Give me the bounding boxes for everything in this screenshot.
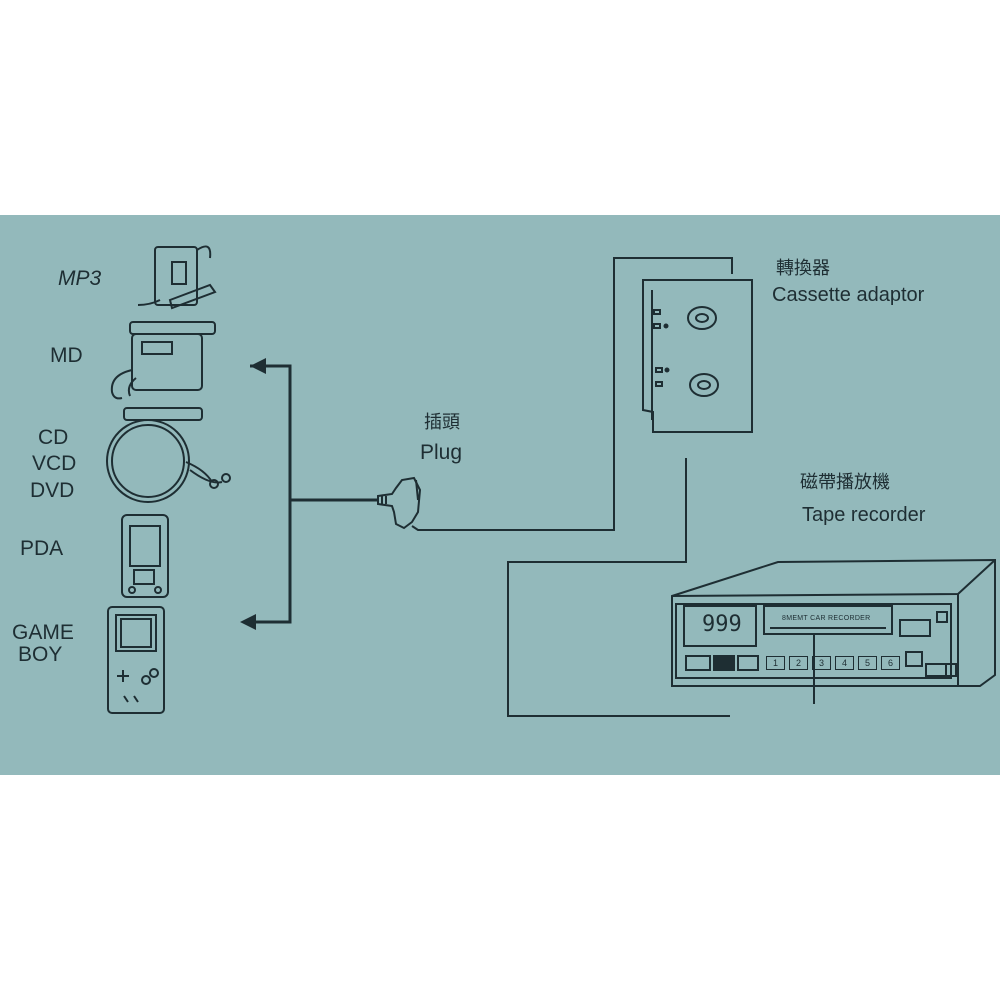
label-game: GAME [12,621,74,644]
label-plug-zh: 插頭 [424,412,460,433]
preset-button-4[interactable]: 4 [835,656,854,670]
label-cassette-en: Cassette adaptor [772,284,925,306]
recorder-brand-strip: 8MEMT CAR RECORDER [782,615,871,622]
label-recorder-zh: 磁帶播放機 [800,472,890,493]
tape-recorder-icon [671,558,996,704]
label-cd: CD [38,426,69,449]
device-bracket-arrows [250,364,378,624]
preset-button-3[interactable]: 3 [812,656,831,670]
label-plug-en: Plug [420,441,463,464]
label-md: MD [50,344,83,367]
label-dvd: DVD [30,479,75,502]
preset-button-row: 1 2 3 4 5 6 [766,656,900,670]
cd-player-icon [106,407,231,503]
preset-button-2[interactable]: 2 [789,656,808,670]
label-mp3: MP3 [58,267,102,290]
preset-button-5[interactable]: 5 [858,656,877,670]
arrow-head-lower [240,614,256,630]
plug-to-cassette-cable [411,257,733,531]
label-vcd: VCD [32,452,77,475]
diagram-panel [0,215,1000,775]
preset-button-1[interactable]: 1 [766,656,785,670]
recorder-display: 999 [702,612,742,637]
plug-icon [377,476,422,530]
label-boy: BOY [18,643,63,666]
preset-button-6[interactable]: 6 [881,656,900,670]
label-cassette-zh: 轉換器 [776,258,830,279]
cassette-adaptor-icon [642,279,753,433]
label-pda: PDA [20,537,64,560]
arrow-head-upper [250,358,266,374]
cassette-to-recorder-line [507,458,730,717]
md-player-icon [110,321,216,400]
label-recorder-en: Tape recorder [802,504,926,526]
mp3-player-icon [137,245,217,310]
pda-icon [121,514,169,598]
gameboy-icon [107,606,165,714]
